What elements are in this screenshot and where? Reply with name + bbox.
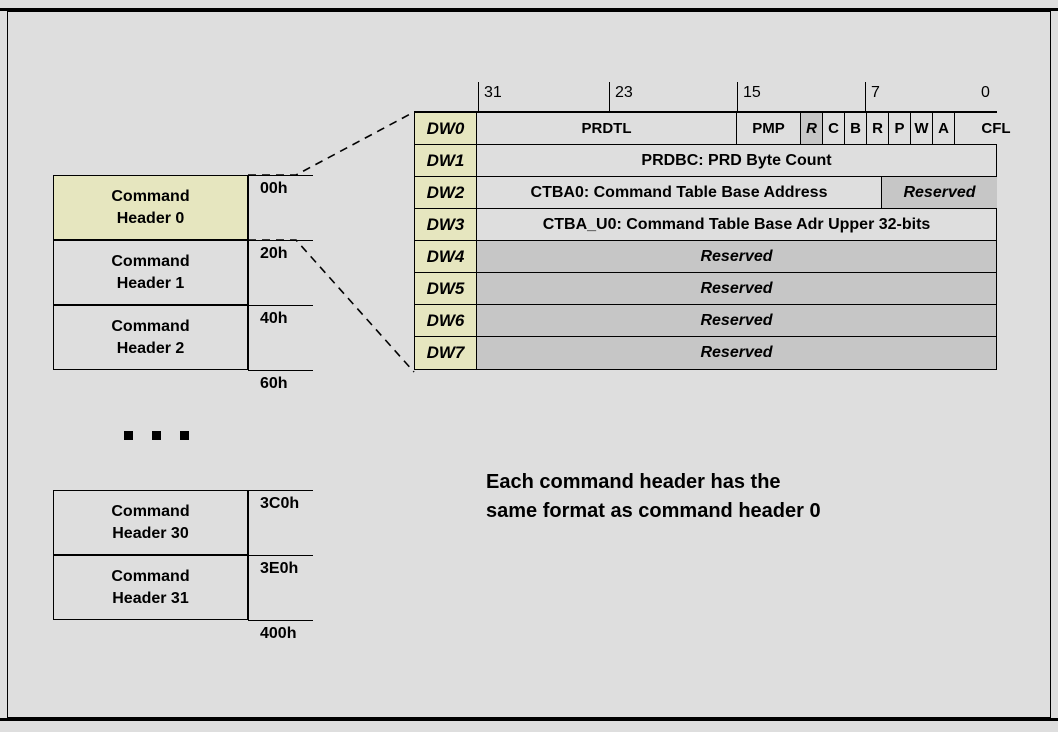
dw-index-label: DW6 [415,305,477,336]
offset-tick-line [248,305,313,306]
dw-index-label: DW1 [415,145,477,176]
dw-cell-reserved: Reserved [477,241,996,272]
offset-tick-line [248,490,313,491]
dw-cell: B [845,113,867,144]
command-header-box: Command Header 2 [53,305,248,370]
command-header-box: Command Header 30 [53,490,248,555]
offset-label: 3C0h [260,495,300,512]
bit-tick [478,82,479,112]
dw-row-body: Reserved [477,273,996,304]
offset-label-end: 60h [260,375,288,392]
offset-tick-line-end [248,620,313,621]
bit-tick [865,82,866,112]
caption: Each command header has the same format … [486,468,916,526]
bit-number-label: 0 [981,84,990,101]
bit-number-label: 15 [743,84,761,101]
offset-tick-line [248,175,313,176]
dw-row-body: CTBA_U0: Command Table Base Adr Upper 32… [477,209,996,240]
dw-row-body: Reserved [477,305,996,336]
dw-cell: PRDBC: PRD Byte Count [477,145,996,176]
command-header-label: Command Header 31 [111,567,190,607]
dw-cell: R [867,113,889,144]
ellipsis-dot [124,431,133,440]
bit-number-label: 23 [615,84,633,101]
figure-frame [7,11,1051,718]
command-header-label: Command Header 1 [111,252,190,292]
ruler-baseline [414,111,997,112]
offset-label: 40h [260,310,288,327]
offset-rail [248,490,249,620]
ellipsis-dots [124,431,189,440]
dw-cell: PRDTL [477,113,737,144]
ellipsis-dot [180,431,189,440]
dw-index-label: DW4 [415,241,477,272]
offset-label: 20h [260,245,288,262]
command-header-box: Command Header 1 [53,240,248,305]
offset-tick-line-end [248,370,313,371]
page-rule-bottom [0,718,1058,721]
dw-cell: C [823,113,845,144]
dw-cell: A [933,113,955,144]
bit-tick [609,82,610,112]
dw-cell-reserved: Reserved [477,273,996,304]
dw-cell: R [801,113,823,144]
bit-tick [737,82,738,112]
offset-label-end: 400h [260,625,297,642]
bit-number-label: 7 [871,84,880,101]
dw-cell-reserved: Reserved [477,305,996,336]
command-header-label: Command Header 2 [111,317,190,357]
page-rule-top [0,8,1058,11]
ellipsis-dot [152,431,161,440]
dw-cell-reserved: Reserved [882,177,997,208]
dw-cell: CTBA_U0: Command Table Base Adr Upper 32… [477,209,996,240]
caption-line-1: Each command header has the [486,471,781,493]
bit-position-ruler: 31 23 15 7 0 [476,82,997,112]
dw-index-label: DW2 [415,177,477,208]
dw-index-label: DW0 [415,113,477,144]
dw-cell: CFL [955,113,1037,144]
command-header-box: Command Header 0 [53,175,248,240]
bit-number-label: 31 [484,84,502,101]
dw-cell: PMP [737,113,801,144]
dw-row-body: Reserved [477,337,996,369]
dw-index-label: DW7 [415,337,477,369]
offset-label: 00h [260,180,288,197]
offset-label: 3E0h [260,560,299,577]
dw-index-label: DW5 [415,273,477,304]
command-header-label: Command Header 30 [111,502,190,542]
dw-index-label: DW3 [415,209,477,240]
dw-row-body: PRDBC: PRD Byte Count [477,145,996,176]
offset-rail [248,175,249,370]
dw-cell: W [911,113,933,144]
command-header-box: Command Header 31 [53,555,248,620]
dw-cell-reserved: Reserved [477,337,996,369]
offset-tick-line [248,240,313,241]
offset-tick-line [248,555,313,556]
dw-cell: CTBA0: Command Table Base Address [477,177,882,208]
command-header-label: Command Header 0 [111,187,190,227]
dw-cell: P [889,113,911,144]
dw-row-body: Reserved [477,241,996,272]
caption-line-2: same format as command header 0 [486,500,821,522]
